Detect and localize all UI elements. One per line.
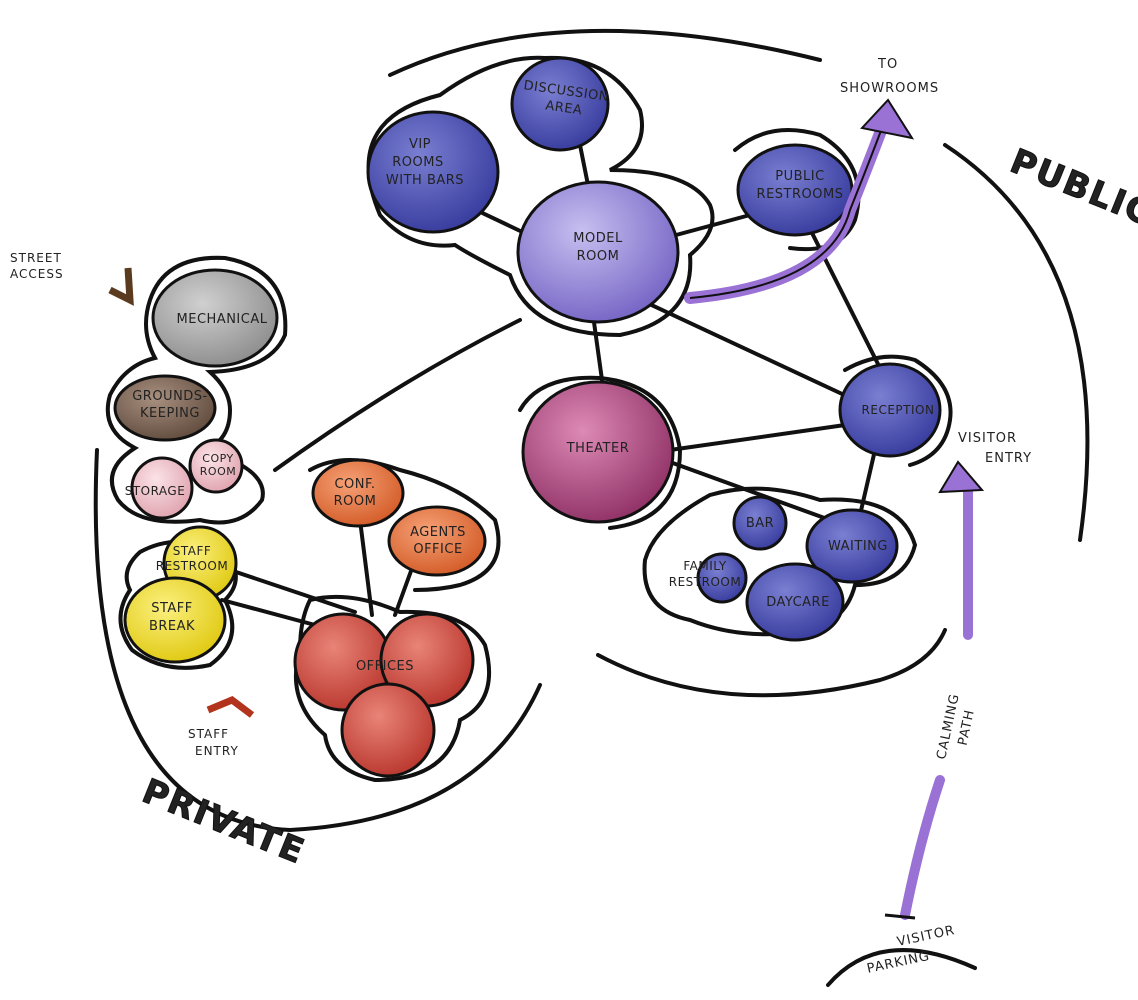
calming-path-note: CALMINGPATH — [934, 692, 980, 764]
offices-bubble-3 — [340, 682, 436, 778]
theater-outline — [518, 375, 683, 530]
family-restroom-bubble — [696, 552, 748, 604]
groundskeeping-bubble — [113, 374, 217, 442]
bar-bubble — [732, 495, 788, 551]
public-circulation-arrows — [684, 98, 985, 920]
parking-arc — [826, 948, 977, 987]
top-group-outline — [366, 55, 715, 338]
reception-bubble — [838, 362, 942, 458]
offices-label: OFFICES — [356, 659, 414, 674]
storage-label: STORAGE — [125, 484, 186, 498]
conf-room-label: CONF.ROOM — [334, 477, 377, 509]
model-room-bubble — [516, 180, 680, 324]
staff-entry-chevron-icon — [206, 696, 255, 718]
mechanical-label: MECHANICAL — [177, 312, 268, 327]
conf-room-bubble — [311, 458, 405, 528]
mechanical-bubble — [151, 268, 279, 368]
private-zone-arc — [93, 448, 542, 833]
public-zone-arc-right — [943, 143, 1090, 542]
public-zone-arc-top — [388, 28, 822, 77]
street-access-chevron-icon — [108, 267, 134, 306]
daycare-label: DAYCARE — [766, 595, 830, 610]
offices-group-outline — [293, 594, 492, 783]
calming-path-line-lower — [900, 775, 945, 920]
reception-label: RECEPTION — [862, 403, 935, 417]
groundskeeping-label: GROUNDS-KEEPING — [132, 389, 208, 421]
mechanical-group-outline — [105, 255, 288, 525]
theater-bubble — [521, 380, 675, 524]
showroom-arrowhead-icon — [860, 98, 915, 140]
storage-bubble — [130, 456, 194, 520]
copy-room-bubble — [188, 438, 244, 494]
private-zone-arc-top — [273, 318, 522, 472]
waiting-bubble — [805, 508, 899, 584]
reception-outline — [843, 354, 953, 467]
theater-label: THEATER — [566, 441, 630, 456]
private-zone-label: PRIVATE — [137, 771, 311, 872]
waiting-label: WAITING — [828, 539, 888, 554]
bar-label: BAR — [746, 516, 774, 531]
agents-office-bubble — [387, 505, 487, 577]
daycare-bubble — [745, 562, 845, 642]
public-lower-arc — [596, 628, 947, 698]
discussion-area-bubble — [510, 56, 610, 152]
staff-break-bubble — [123, 576, 227, 664]
visitor-entry-arrowhead-icon — [938, 460, 985, 494]
vip-rooms-bubble — [366, 110, 500, 234]
room-bubbles — [113, 56, 942, 778]
